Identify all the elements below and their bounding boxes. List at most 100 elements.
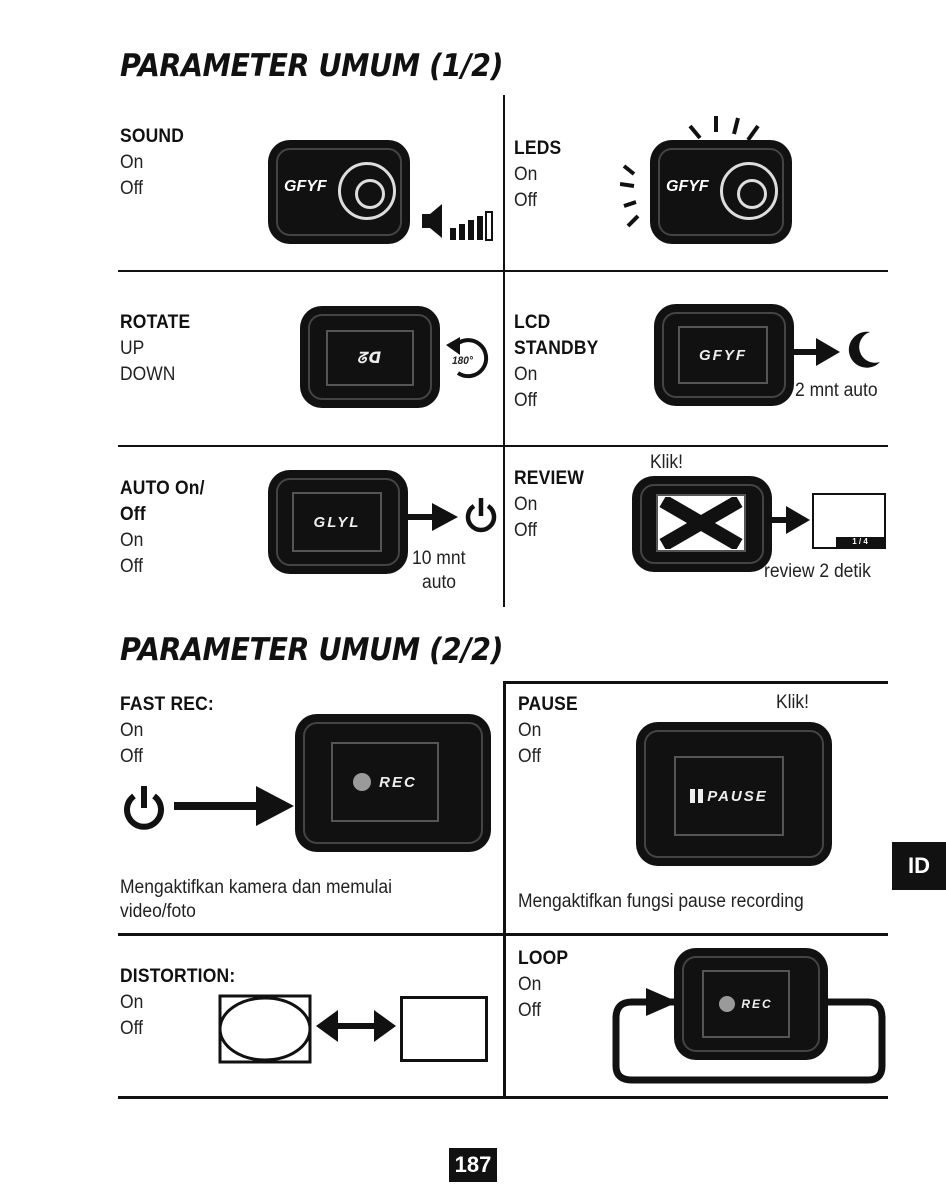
language-tab: ID xyxy=(892,842,946,890)
fast-rec-option-off: Off xyxy=(120,746,143,767)
fast-rec-option-on: On xyxy=(120,720,144,741)
rotate-180-label: 180° xyxy=(452,355,473,367)
leds-block: LEDS On Off xyxy=(514,136,561,214)
section2-title: PARAMETER UMUM (2/2) xyxy=(120,632,504,668)
fast-rec-title: FAST REC: xyxy=(120,694,214,715)
review-click-label: Klik! xyxy=(650,452,684,473)
auto-off-title-line2: Off xyxy=(120,504,146,525)
review-option-on: On xyxy=(514,494,538,515)
fast-rec-caption: Mengaktifkan kamera dan memulai video/fo… xyxy=(120,876,392,924)
fast-rec-caption-line2: video/foto xyxy=(120,901,196,922)
leds-title: LEDS xyxy=(514,138,562,159)
camera-logo: GFYF xyxy=(284,178,327,195)
fast-rec-screen: REC xyxy=(331,742,439,822)
sound-block: SOUND On Off xyxy=(120,124,184,202)
pause-screen: PAUSE xyxy=(674,756,784,836)
review-thumbnail: 1 / 4 xyxy=(812,493,886,549)
loop-track-icon xyxy=(612,988,886,1084)
rotate-screen: ᘔᗡ xyxy=(326,330,414,386)
auto-off-option-on: On xyxy=(120,530,144,551)
rotate-180-icon xyxy=(446,337,489,379)
pause-camera-back: PAUSE xyxy=(636,722,832,866)
pause-option-on: On xyxy=(518,720,542,741)
lcd-standby-block: LCD STANDBY On Off xyxy=(514,310,598,414)
rotate-option-up: UP xyxy=(120,338,145,359)
divider-row-1 xyxy=(118,270,888,272)
divider-section2-bottom xyxy=(118,1096,888,1099)
review-caption: review 2 detik xyxy=(764,561,871,582)
loop-option-off: Off xyxy=(518,1000,541,1021)
double-arrow-icon xyxy=(316,1010,396,1042)
review-option-off: Off xyxy=(514,520,537,541)
divider-row-3 xyxy=(118,933,888,936)
loop-title: LOOP xyxy=(518,948,569,969)
auto-off-block: AUTO On/ Off On Off xyxy=(120,476,205,580)
arrow-right-icon xyxy=(794,338,840,366)
lcd-standby-caption: 2 mnt auto xyxy=(795,380,878,401)
fast-rec-camera-back: REC xyxy=(295,714,491,852)
rec-dot-icon xyxy=(719,996,736,1012)
lcd-standby-screen: GFYF xyxy=(678,326,768,384)
fast-rec-block: FAST REC: On Off xyxy=(120,692,214,770)
arrow-right-icon xyxy=(174,786,294,826)
pause-title: PAUSE xyxy=(518,694,578,715)
loop-block: LOOP On Off xyxy=(518,946,568,1024)
rotate-title: ROTATE xyxy=(120,312,191,333)
review-block: REVIEW On Off xyxy=(514,466,584,544)
loop-option-on: On xyxy=(518,974,542,995)
led-flash-icon xyxy=(620,116,760,228)
flat-frame-icon xyxy=(400,996,488,1062)
lcd-standby-title-line2: STANDBY xyxy=(514,338,599,359)
pause-bars-icon xyxy=(690,789,696,803)
page-number: 187 xyxy=(449,1148,497,1182)
pause-screen-label: PAUSE xyxy=(707,787,768,805)
divider-section2-top xyxy=(504,681,888,684)
rec-dot-icon xyxy=(353,773,372,791)
moon-sleep-icon xyxy=(848,331,880,368)
divider-vertical-1 xyxy=(503,95,505,607)
fisheye-frame-icon xyxy=(218,994,312,1064)
loop-screen: REC xyxy=(702,970,790,1038)
review-thumbnail-bar: 1 / 4 xyxy=(836,537,884,547)
sound-option-on: On xyxy=(120,152,144,173)
pause-click-label: Klik! xyxy=(776,692,810,713)
arrow-right-icon xyxy=(408,503,458,531)
loop-camera-back: REC xyxy=(674,948,828,1060)
review-screen xyxy=(656,494,746,552)
arrow-right-icon xyxy=(770,506,810,534)
speaker-volume-icon xyxy=(422,204,493,241)
rotate-camera-back: ᘔᗡ xyxy=(300,306,440,408)
auto-off-camera-back: GLYL xyxy=(268,470,408,574)
pause-block: PAUSE On Off xyxy=(518,692,578,770)
divider-vertical-2 xyxy=(503,681,506,1098)
power-icon xyxy=(465,498,497,533)
camera-lens-icon xyxy=(720,162,778,220)
auto-off-title-line1: AUTO On/ xyxy=(120,478,205,499)
distortion-option-on: On xyxy=(120,992,144,1013)
leds-option-on: On xyxy=(514,164,538,185)
lcd-standby-option-off: Off xyxy=(514,390,537,411)
lcd-standby-title-line1: LCD xyxy=(514,312,551,333)
distortion-option-off: Off xyxy=(120,1018,143,1039)
auto-off-caption-line1: 10 mnt xyxy=(412,548,466,569)
leds-camera-front: GFYF xyxy=(650,140,792,244)
pause-option-off: Off xyxy=(518,746,541,767)
sound-camera-front: GFYF xyxy=(268,140,410,244)
loop-screen-label: REC xyxy=(741,997,773,1011)
lcd-standby-camera-back: GFYF xyxy=(654,304,794,406)
pause-bars-icon-2 xyxy=(698,789,704,803)
auto-off-option-off: Off xyxy=(120,556,143,577)
auto-off-screen: GLYL xyxy=(292,492,382,552)
distortion-block: DISTORTION: On Off xyxy=(120,964,235,1042)
review-cross-icon xyxy=(659,497,743,549)
review-title: REVIEW xyxy=(514,468,585,489)
leds-option-off: Off xyxy=(514,190,537,211)
fast-rec-caption-line1: Mengaktifkan kamera dan memulai xyxy=(120,877,393,898)
rotate-option-down: DOWN xyxy=(120,364,176,385)
fast-rec-screen-label: REC xyxy=(379,773,417,791)
section1-title: PARAMETER UMUM (1/2) xyxy=(120,48,504,84)
camera-lens-icon xyxy=(338,162,396,220)
power-icon xyxy=(124,786,164,830)
lcd-standby-option-on: On xyxy=(514,364,538,385)
auto-off-caption-line2: auto xyxy=(422,572,457,593)
